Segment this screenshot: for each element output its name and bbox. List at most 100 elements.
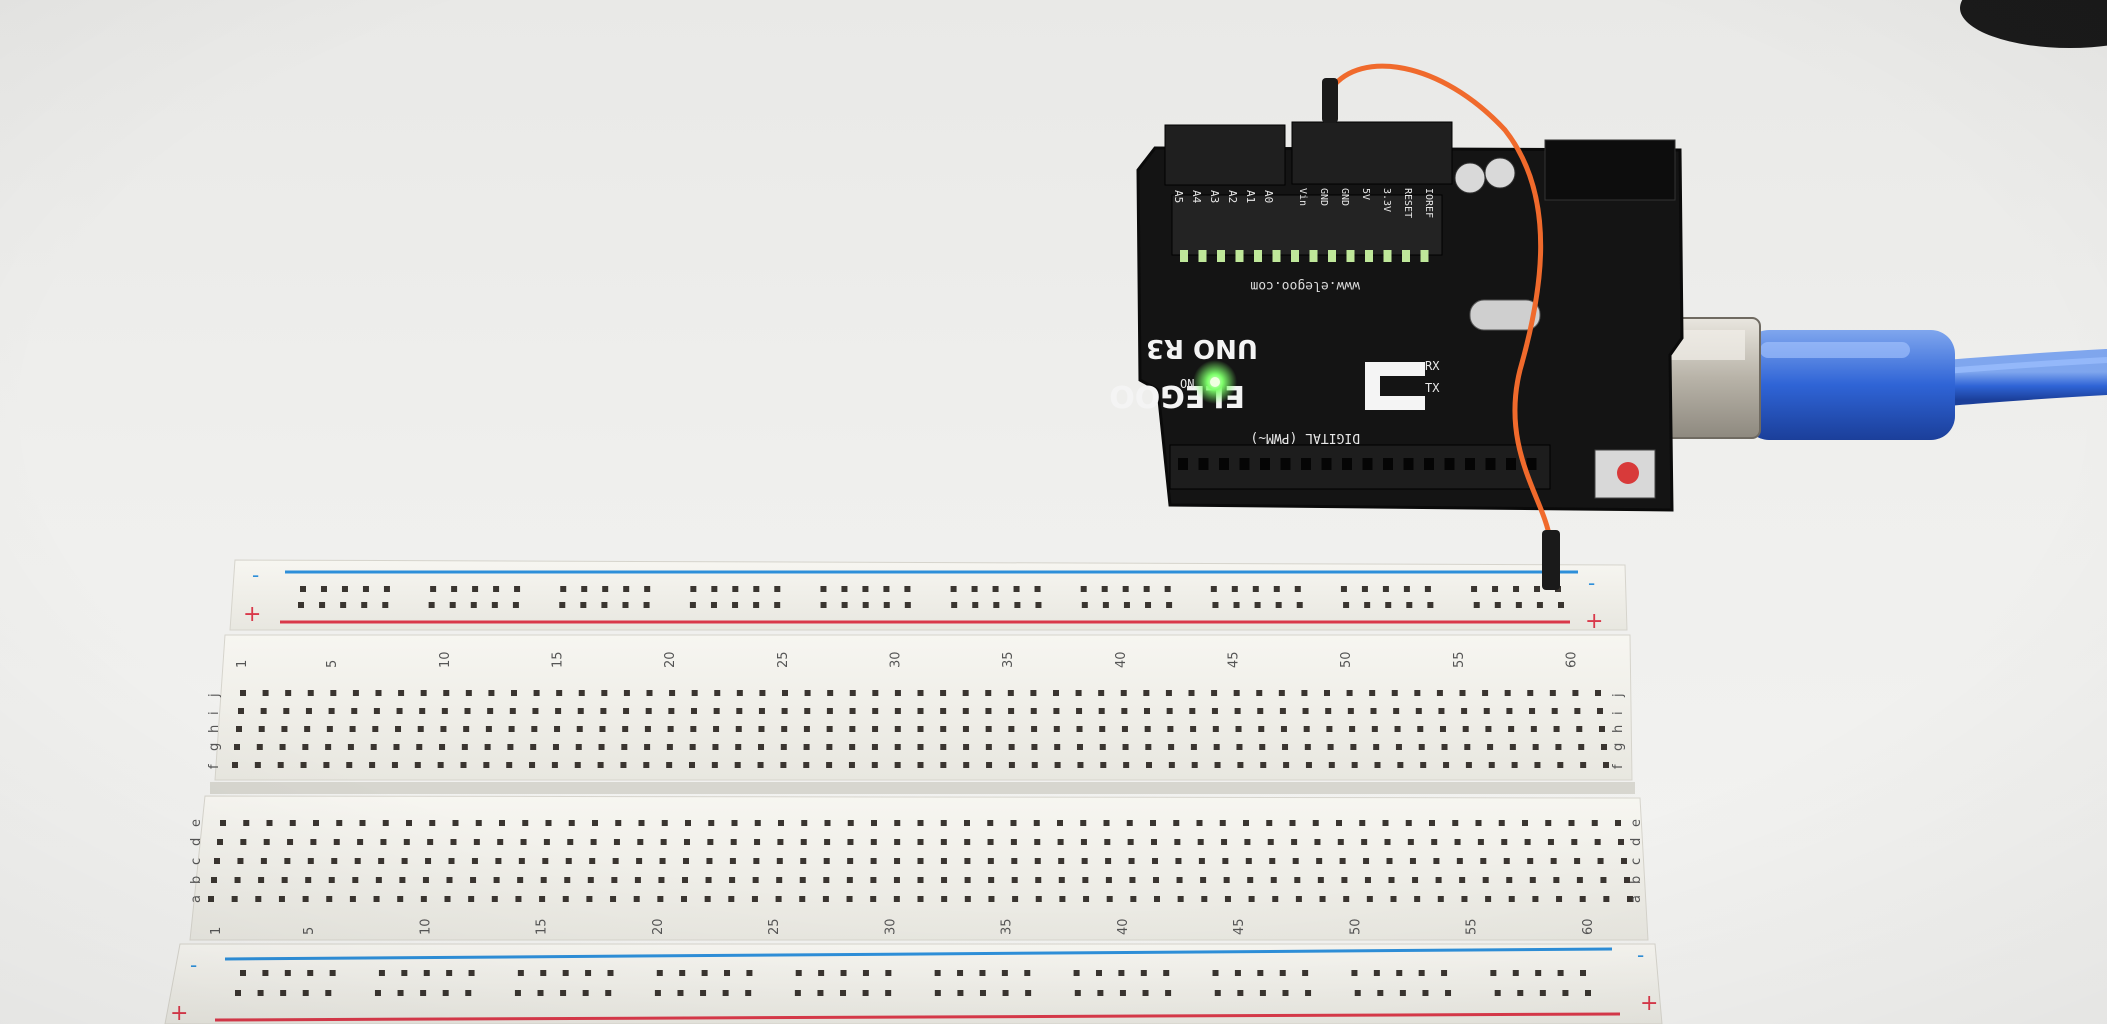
breadboard-hole <box>1231 586 1238 592</box>
breadboard-hole <box>1213 744 1220 750</box>
breadboard-hole <box>287 839 294 845</box>
breadboard-hole <box>934 970 941 976</box>
breadboard-hole <box>847 858 854 864</box>
row-letter: a <box>189 895 204 903</box>
breadboard-hole <box>1176 877 1183 883</box>
breadboard-hole <box>711 762 718 768</box>
breadboard-hole <box>1409 858 1416 864</box>
breadboard-hole <box>1339 858 1346 864</box>
breadboard-hole <box>735 744 742 750</box>
breadboard-hole <box>515 896 522 902</box>
breadboard-hole <box>1011 858 1018 864</box>
breadboard-hole <box>1498 820 1505 826</box>
arduino-board: ELEGOO UNO R3 www.elegoo.com DIGITAL (PW… <box>1109 121 1684 512</box>
breadboard-hole <box>1008 708 1015 714</box>
breadboard-hole <box>289 820 296 826</box>
breadboard-hole <box>713 708 720 714</box>
breadboard-hole <box>682 877 688 883</box>
breadboard-hole <box>691 690 698 696</box>
breadboard-hole <box>208 896 214 902</box>
breadboard-hole <box>1585 990 1591 996</box>
breadboard-hole <box>894 726 901 732</box>
breadboard-hole <box>240 970 246 976</box>
breadboard-hole <box>328 708 335 714</box>
breadboard-hole <box>238 708 244 714</box>
column-number-bottom: 15 <box>535 918 550 935</box>
breadboard-hole <box>1190 726 1197 732</box>
row-letter: f <box>1611 764 1626 769</box>
breadboard-hole <box>1012 896 1019 902</box>
breadboard-hole <box>782 690 788 696</box>
power-pin-label: GND <box>1318 188 1329 206</box>
breadboard-hole <box>1166 602 1173 608</box>
breadboard-hole <box>613 839 620 845</box>
breadboard-hole <box>804 690 811 696</box>
breadboard-hole <box>323 762 330 768</box>
breadboard-hole <box>800 839 807 845</box>
breadboard-hole <box>753 858 760 864</box>
breadboard-hole <box>1621 858 1627 864</box>
breadboard-hole <box>240 839 247 845</box>
row-letter: e <box>1629 819 1644 827</box>
breadboard-hole <box>735 726 742 732</box>
breadboard-hole <box>1482 877 1489 883</box>
breadboard-hole <box>1547 839 1554 845</box>
breadboard-hole <box>488 690 495 696</box>
breadboard-hole <box>1328 762 1335 768</box>
breadboard-hole <box>1601 744 1607 750</box>
analog-pin-label: A0 <box>1262 190 1275 203</box>
breadboard-hole <box>904 602 911 608</box>
breadboard-hole <box>1034 586 1041 592</box>
breadboard-hole <box>894 762 901 768</box>
breadboard-hole <box>700 990 707 996</box>
breadboard-hole <box>1351 762 1358 768</box>
breadboard-hole <box>243 820 250 826</box>
breadboard-hole <box>1509 744 1516 750</box>
breadboard-hole <box>799 896 806 902</box>
header-hole <box>1444 458 1455 470</box>
breadboard-hole <box>690 586 697 592</box>
breadboard-hole <box>307 690 314 696</box>
breadboard-hole <box>280 990 287 996</box>
breadboard-hole <box>320 586 327 592</box>
breadboard-hole <box>1053 726 1060 732</box>
breadboard-hole <box>1058 858 1065 864</box>
breadboard-hole <box>1399 990 1406 996</box>
breadboard-hole <box>963 744 970 750</box>
breadboard-hole <box>1295 896 1302 902</box>
breadboard-hole <box>622 726 629 732</box>
breadboard-hole <box>657 896 664 902</box>
breadboard-hole <box>734 762 741 768</box>
breadboard-hole <box>1527 690 1534 696</box>
breadboard-hole <box>1076 726 1083 732</box>
breadboard-hole <box>580 602 587 608</box>
breadboard-hole <box>826 762 833 768</box>
breadboard-hole <box>660 839 667 845</box>
rail-minus-top-right: - <box>1588 571 1595 595</box>
breadboard-hole <box>1302 970 1309 976</box>
breadboard-hole <box>1008 744 1015 750</box>
breadboard-hole <box>378 970 385 976</box>
breadboard-hole <box>799 877 806 883</box>
breadboard-hole <box>1407 839 1414 845</box>
breadboard-hole <box>820 586 827 592</box>
breadboard-hole <box>1473 602 1480 608</box>
breadboard-hole <box>849 690 856 696</box>
breadboard-hole <box>962 726 969 732</box>
breadboard-hole <box>1361 839 1368 845</box>
breadboard-hole <box>1359 820 1366 826</box>
breadboard-hole <box>917 896 924 902</box>
breadboard-hole <box>1532 896 1539 902</box>
breadboard-hole <box>522 820 529 826</box>
power-pin-label: RESET <box>1402 188 1413 218</box>
row-letter: d <box>1629 838 1644 846</box>
breadboard-hole <box>1304 744 1311 750</box>
breadboard-hole <box>1244 839 1251 845</box>
breadboard-hole <box>1191 762 1198 768</box>
breadboard-hole <box>985 744 992 750</box>
column-number-top: 30 <box>888 651 903 668</box>
breadboard-hole <box>1119 990 1126 996</box>
row-letter: h <box>207 725 222 733</box>
breadboard-hole <box>1106 896 1113 902</box>
